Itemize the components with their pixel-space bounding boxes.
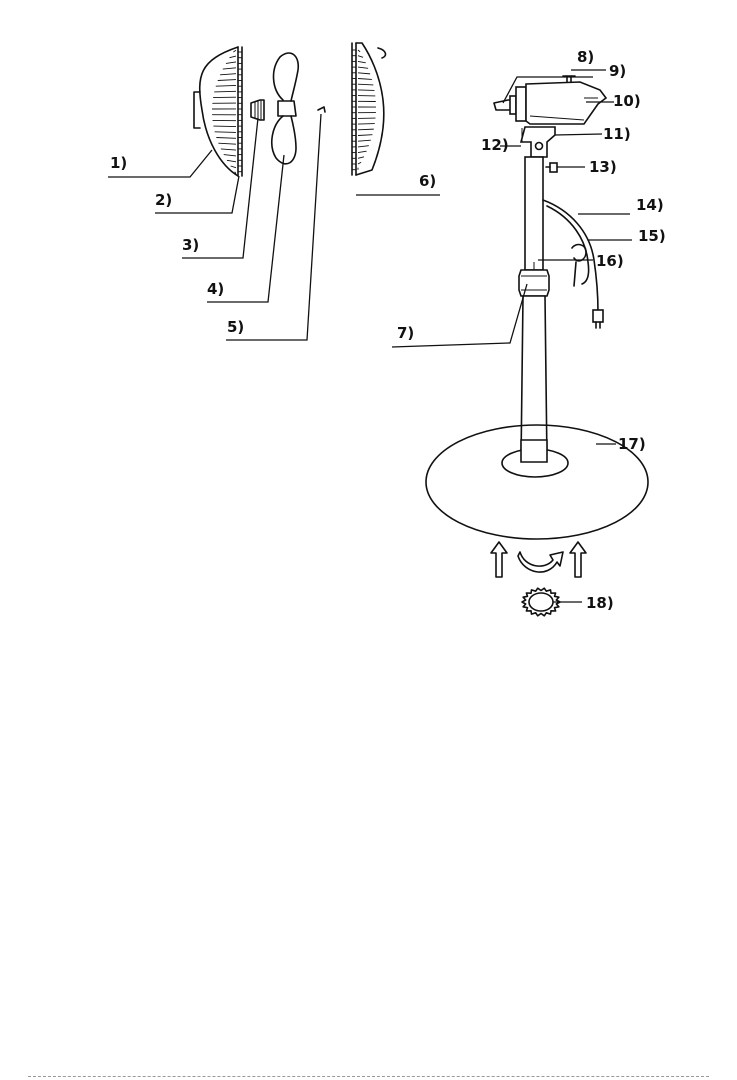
label-part-2: 2) — [155, 191, 172, 209]
label-part-8: 8) — [577, 48, 594, 66]
lower-tube — [521, 296, 547, 462]
power-cord — [543, 200, 603, 328]
label-part-16: 16) — [596, 252, 624, 270]
rear-grille — [194, 47, 242, 176]
label-part-12: 12) — [481, 136, 509, 154]
label-part-7: 7) — [397, 324, 414, 342]
label-part-1: 1) — [110, 154, 127, 172]
fan-blade — [272, 53, 298, 164]
label-part-3: 3) — [182, 236, 199, 254]
label-part-18: 18) — [586, 594, 614, 612]
label-part-5: 5) — [227, 318, 244, 336]
page-bottom-rule — [28, 1076, 709, 1077]
assembly-arrows — [491, 542, 586, 577]
label-part-10: 10) — [613, 92, 641, 110]
height-adjust-collar — [519, 270, 549, 296]
label-part-9: 9) — [609, 62, 626, 80]
label-part-4: 4) — [207, 280, 224, 298]
clip-screw — [318, 107, 325, 112]
leader-lines — [108, 70, 632, 602]
label-part-11: 11) — [603, 125, 631, 143]
front-grille — [352, 43, 385, 175]
label-part-14: 14) — [636, 196, 664, 214]
label-part-6: 6) — [419, 172, 436, 190]
round-base — [426, 425, 648, 539]
spinner-cap — [251, 100, 264, 120]
label-part-15: 15) — [638, 227, 666, 245]
upper-tube — [525, 157, 543, 270]
label-part-17: 17) — [618, 435, 646, 453]
label-part-13: 13) — [589, 158, 617, 176]
